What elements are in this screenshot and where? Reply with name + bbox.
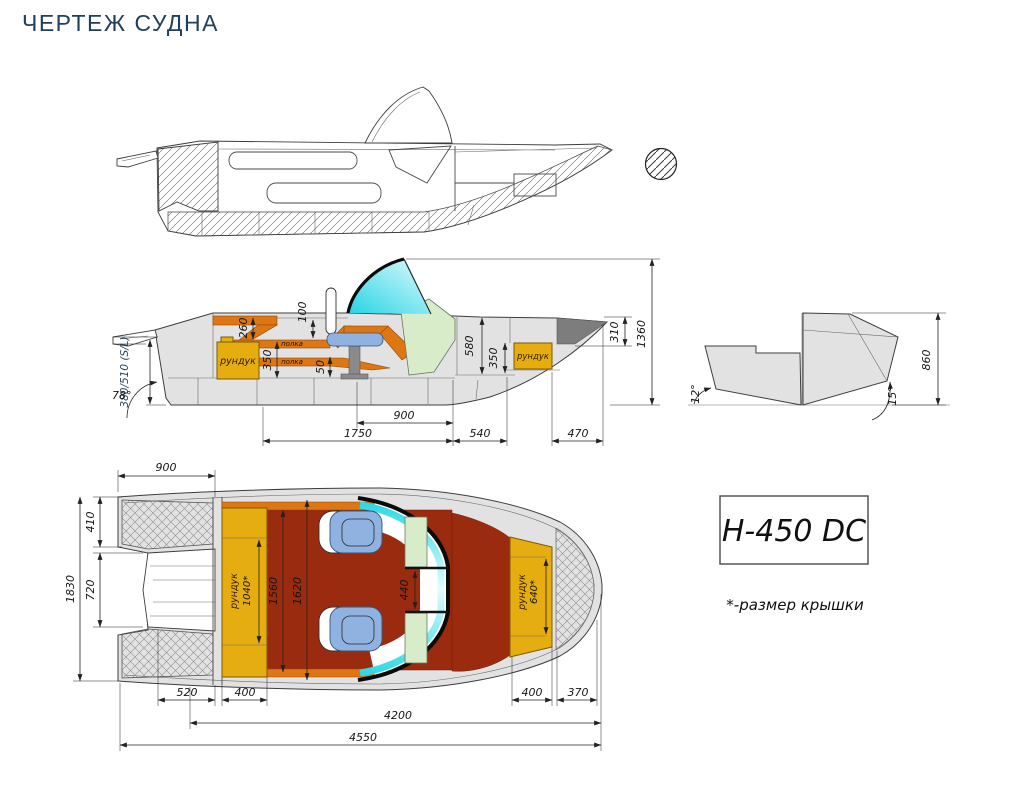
transom-right-half xyxy=(802,312,899,406)
windshield-frame xyxy=(346,257,405,314)
dim-1040: 1040* xyxy=(242,576,253,606)
bow-deck-hatch xyxy=(555,527,595,651)
profile-aft-hatch xyxy=(513,173,557,197)
profile-windshield xyxy=(364,86,453,144)
dim-370: 370 xyxy=(568,686,589,699)
dim-4200: 4200 xyxy=(384,709,412,722)
dim-50: 50 xyxy=(314,360,327,374)
dim-1360: 1360 xyxy=(635,320,648,348)
seat-pedestal xyxy=(348,345,361,377)
plan-bow-locker-label: рундук xyxy=(517,574,528,611)
dim-350-stern: 350 xyxy=(261,350,274,371)
dim-410: 410 xyxy=(84,512,97,533)
dim-260: 260 xyxy=(237,318,250,339)
dim-1830: 1830 xyxy=(64,575,77,603)
dim-p400-stern: 400 xyxy=(235,686,256,699)
plan-stern-locker-label: рундук xyxy=(229,573,240,610)
dim-310: 310 xyxy=(608,322,621,343)
model-label: Н-450 DC xyxy=(722,514,866,549)
model-box: Н-450 DC xyxy=(719,495,869,565)
dim-78deg: 78° xyxy=(112,389,132,402)
dim-580: 580 xyxy=(463,336,476,357)
section-bracket-slot xyxy=(119,335,149,340)
dim-12deg: 12° xyxy=(689,384,702,404)
transom-section-view: 12° 15° 860 xyxy=(688,312,950,421)
section-structure-lines xyxy=(168,313,560,405)
motor-well xyxy=(142,548,216,632)
steering-column xyxy=(325,287,337,335)
dim-520: 520 xyxy=(177,686,198,699)
stern-locker-lid-lines xyxy=(222,537,267,646)
swim-platform-top xyxy=(121,499,214,550)
dim-1560: 1560 xyxy=(267,577,280,605)
seat-base xyxy=(340,373,369,380)
dim-15deg: 15° xyxy=(886,386,899,406)
copilot-seat xyxy=(318,606,383,652)
seat-cushion xyxy=(326,332,384,347)
dim-900: 900 xyxy=(394,409,415,422)
dim-540: 540 xyxy=(470,427,491,440)
helm-console xyxy=(400,298,456,376)
dim-100: 100 xyxy=(296,302,309,323)
profile-band-frames xyxy=(201,204,475,236)
bow-locker-lid-lines xyxy=(510,556,546,637)
windshield-frame-plan xyxy=(357,496,450,682)
windshield-interior xyxy=(368,503,446,675)
profile-lower-opening xyxy=(266,182,382,204)
bow-locker-label: рундук xyxy=(516,352,550,362)
footnote: *-размер крышки xyxy=(726,596,864,614)
detail-circle xyxy=(644,147,678,181)
windshield-rear-edge xyxy=(403,258,432,315)
dim-mount-height: 380/510 (S/L) xyxy=(119,336,131,407)
profile-mid-structure xyxy=(454,146,514,211)
dim-440: 440 xyxy=(398,580,411,601)
dim-720: 720 xyxy=(84,580,97,601)
stern-locker xyxy=(216,336,260,380)
pilot-seat xyxy=(318,510,383,554)
plan-view: рундук 1040* 440 xyxy=(64,461,603,751)
profile-deck-lines xyxy=(217,147,597,153)
bow-locker xyxy=(513,342,553,370)
side-profile-view xyxy=(116,86,613,237)
profile-motor-bracket xyxy=(116,150,159,168)
dim-1620: 1620 xyxy=(291,577,304,605)
plan-dimensions: 900 410 720 1830 1560 1620 520 400 40 xyxy=(64,461,602,751)
bow-insert xyxy=(556,317,608,345)
dim-4550: 4550 xyxy=(349,731,377,744)
profile-stern-block xyxy=(157,141,219,212)
shelf-lower-label: полка xyxy=(281,358,303,366)
dim-p900: 900 xyxy=(156,461,177,474)
dim-1750: 1750 xyxy=(344,427,372,440)
dim-640: 640* xyxy=(529,580,540,604)
section-dimensions: 260 100 50 350 580 350 310 1360 380/510 … xyxy=(112,258,660,446)
bracket-slot xyxy=(121,154,151,162)
profile-cockpit-opening xyxy=(228,151,358,170)
shelf-upper-label: полка xyxy=(281,340,303,348)
profile-console-panel xyxy=(388,145,452,184)
transom-inner-lines xyxy=(801,313,899,405)
section-motor-bracket xyxy=(112,329,158,347)
transom-left-half xyxy=(704,345,802,406)
side-section-view: полка полка рундук рундук 260 xyxy=(112,257,660,446)
dim-860: 860 xyxy=(920,350,933,371)
swim-platform-bottom xyxy=(121,628,214,679)
windshield-inner-line xyxy=(371,91,421,143)
windshield-glass-band xyxy=(359,501,445,677)
dim-350-bow: 350 xyxy=(487,348,500,369)
stern-locker-label: рундук xyxy=(219,356,256,367)
page-title: ЧЕРТЕЖ СУДНА xyxy=(22,10,219,36)
dim-470: 470 xyxy=(568,427,589,440)
walkthrough-steps xyxy=(405,566,448,614)
dim-p400-bow: 400 xyxy=(522,686,543,699)
